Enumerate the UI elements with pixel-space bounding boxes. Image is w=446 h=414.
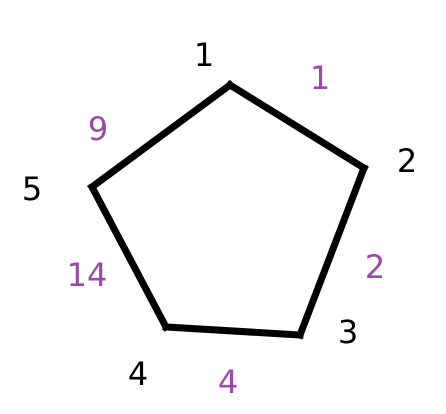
edge-4-5 [87, 182, 171, 332]
edge-weight-label-2-3: 2 [365, 248, 385, 286]
edge-weight-label-3-4: 4 [218, 363, 238, 401]
vertex-label-2: 2 [397, 142, 417, 180]
vertex-label-1: 1 [194, 36, 214, 74]
edge-3-4 [162, 323, 304, 339]
edges-layer [87, 80, 369, 340]
edge-2-3 [295, 163, 369, 340]
edge-weight-label-4-5: 14 [67, 256, 108, 294]
vertex-label-5: 5 [22, 170, 42, 208]
vertex-label-3: 3 [338, 313, 358, 351]
edge-weight-label-5-1: 9 [88, 110, 108, 148]
edge-weight-label-1-2: 1 [310, 59, 330, 97]
vertex-label-4: 4 [128, 355, 148, 393]
edge-5-1 [87, 80, 235, 192]
edge-1-2 [225, 80, 369, 173]
